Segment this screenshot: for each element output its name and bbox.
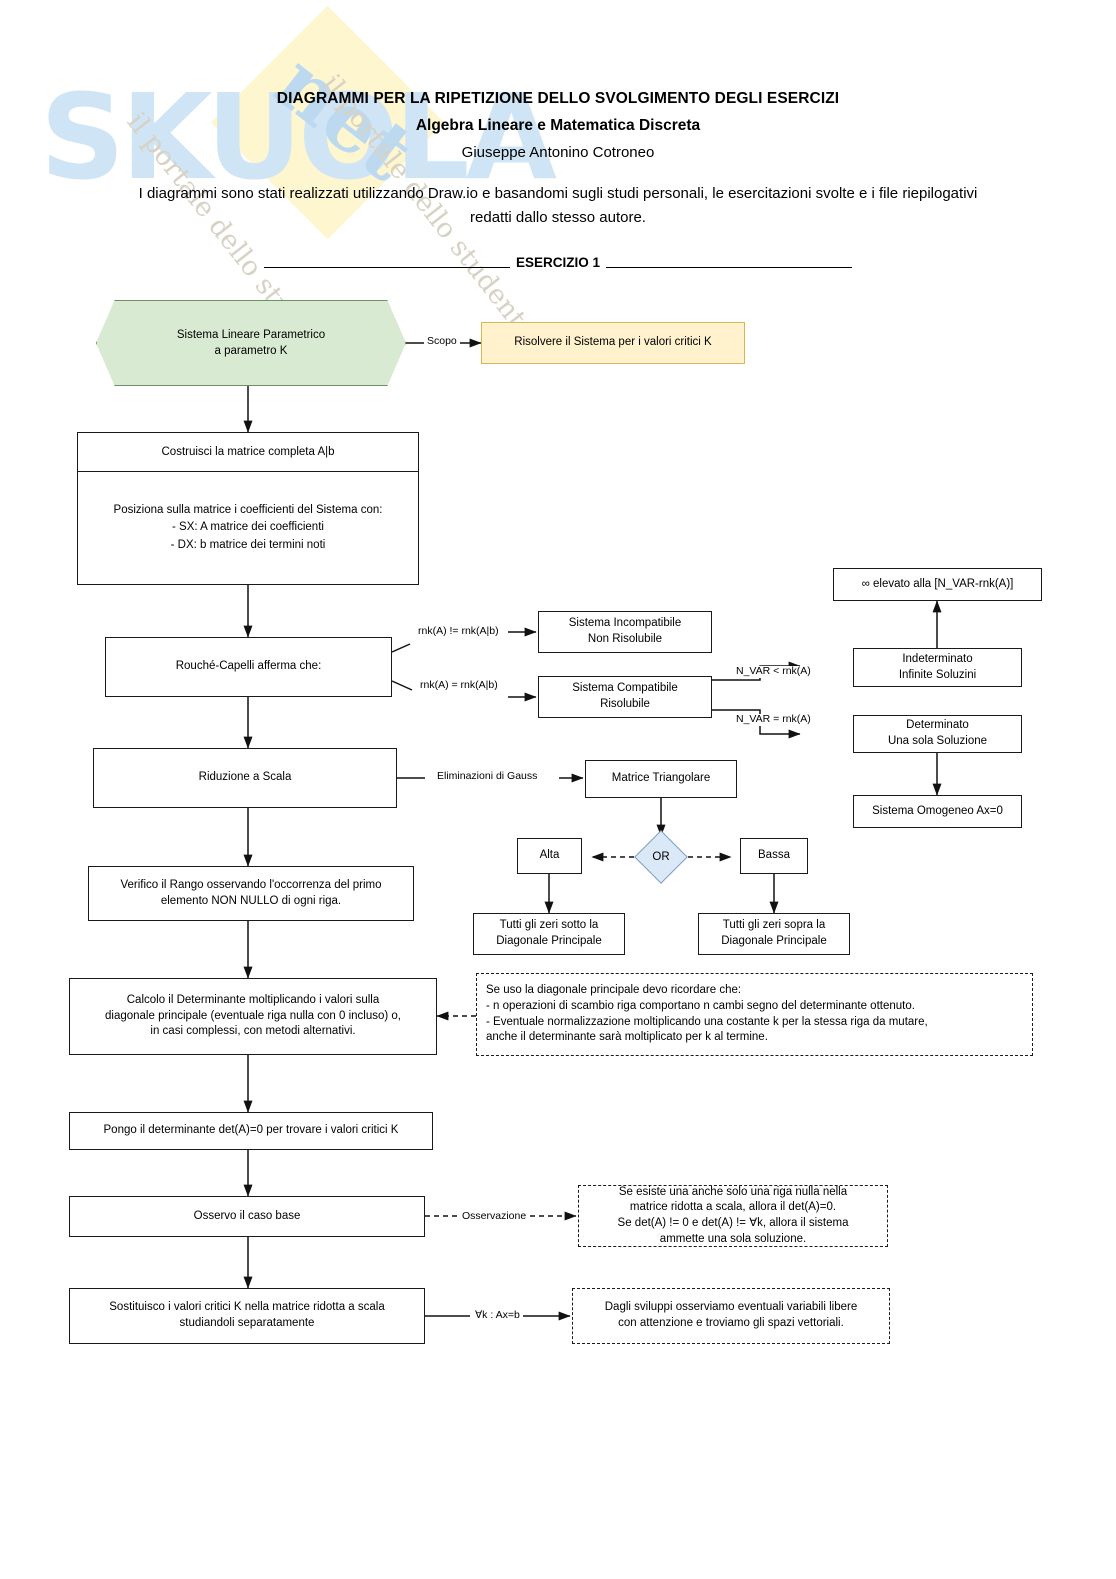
node-bassa[interactable]: Bassa [740,838,808,874]
node-pongo-determinante[interactable]: Pongo il determinante det(A)=0 per trova… [69,1112,433,1150]
zeri-sotto-line-2: Diagonale Principale [496,935,602,947]
author-name: Giuseppe Antonino Cotroneo [461,144,655,161]
incompatibile-line-1: Sistema Incompatibile [568,617,682,630]
compatibile-line-1: Sistema Compatibile [572,682,678,695]
matrix-body-line-2: - SX: A matrice dei coefficienti [172,521,324,534]
description-line-2: redatti dallo stesso autore. [470,209,646,226]
indeterminato-line-1: Indeterminato [902,652,973,665]
calcolo-det-line-1: Calcolo il Determinante moltiplicando i … [126,994,380,1007]
node-sistema-lineare-parametrico[interactable]: Sistema Lineare Parametrico a parametro … [96,300,406,386]
incompatibile-line-2: Non Risolubile [587,633,663,645]
verifico-rango-line-2: elemento NON NULLO di ogni riga. [160,894,342,907]
nota-diagonale-line-1: Se uso la diagonale principale devo rico… [486,984,742,997]
zeri-sopra-line-2: Diagonale Principale [721,935,827,947]
nota-sviluppi-line-2: con attenzione e troviamo gli spazi vett… [618,1317,844,1329]
nota-osservazione-line-2: matrice ridotta a scala, allora il det(A… [629,1201,837,1214]
nota-diagonale-line-4: anche il determinante sarà moltiplicato … [486,1031,768,1044]
nota-diagonale-line-3: - Eventuale normalizzazione moltiplicand… [486,1015,928,1028]
determinato-line-2: Una sola Soluzione [887,735,988,747]
edge-label-osservazione: Osservazione [459,1210,530,1223]
node-sistema-compatibile[interactable]: Sistema Compatibile Risolubile [538,676,712,718]
node-determinato[interactable]: Determinato Una sola Soluzione [853,715,1022,753]
hexagon-line-2: a parametro K [214,345,288,357]
node-calcolo-determinante[interactable]: Calcolo il Determinante moltiplicando i … [69,978,437,1055]
zeri-sotto-line-1: Tutti gli zeri sotto la [499,919,599,932]
calcolo-det-line-3: in casi complessi, con metodi alternativ… [150,1025,356,1038]
edge-label-eliminazioni-gauss: Eliminazioni di Gauss [434,770,541,783]
zeri-sopra-line-1: Tutti gli zeri sopra la [722,919,826,932]
rule-left [263,267,510,268]
exercise-label: ESERCIZIO 1 [515,255,601,270]
edge-label-rank-equal: rnk(A) = rnk(A|b) [417,679,501,692]
matrix-body-line-1: Posiziona sulla matrice i coefficienti d… [113,504,383,517]
node-riduzione-a-scala[interactable]: Riduzione a Scala [93,748,397,808]
description-line-1: I diagrammi sono stati realizzati utiliz… [138,185,978,202]
node-zeri-sopra-diagonale[interactable]: Tutti gli zeri sopra la Diagonale Princi… [698,913,850,955]
note-osservazione: Se esiste una anche solo una riga nulla … [578,1185,888,1247]
edge-label-nvar-equal: N_VAR = rnk(A) [733,713,814,726]
note-sviluppi-variabili-libere: Dagli sviluppi osserviamo eventuali vari… [572,1288,890,1344]
node-costruisci-matrice[interactable]: Costruisci la matrice completa A|b Posiz… [77,432,419,585]
page-title: DIAGRAMMI PER LA RIPETIZIONE DELLO SVOLG… [276,90,840,107]
or-diamond-label: OR [652,851,670,863]
matrix-box-body: Posiziona sulla matrice i coefficienti d… [78,472,418,584]
node-infinito-elevato[interactable]: ∞ elevato alla [N_VAR-rnk(A)] [833,568,1042,601]
nota-osservazione-line-1: Se esiste una anche solo una riga nulla … [618,1185,848,1198]
edge-label-forall-k: ∀k : Ax=b [472,1309,523,1322]
node-indeterminato[interactable]: Indeterminato Infinite Soluzini [853,648,1022,687]
matrix-box-header: Costruisci la matrice completa A|b [78,433,418,472]
node-sistema-incompatibile[interactable]: Sistema Incompatibile Non Risolubile [538,611,712,653]
node-matrice-triangolare[interactable]: Matrice Triangolare [585,760,737,798]
node-rouche-capelli[interactable]: Rouché-Capelli afferma che: [105,637,392,697]
sostituisco-line-2: studiandoli separatamente [179,1317,315,1329]
page-subtitle: Algebra Lineare e Matematica Discreta [415,117,701,134]
edge-label-scopo: Scopo [424,335,460,348]
node-zeri-sotto-diagonale[interactable]: Tutti gli zeri sotto la Diagonale Princi… [473,913,625,955]
indeterminato-line-2: Infinite Soluzini [898,668,977,681]
node-osservo-caso-base[interactable]: Osservo il caso base [69,1196,425,1237]
node-sistema-omogeneo[interactable]: Sistema Omogeneo Ax=0 [853,795,1022,828]
hexagon-line-1: Sistema Lineare Parametrico [176,328,326,341]
verifico-rango-line-1: Verifico il Rango osservando l'occorrenz… [120,878,382,891]
node-sostituisco-valori-critici[interactable]: Sostituisco i valori critici K nella mat… [69,1288,425,1344]
exercise-heading: ESERCIZIO 1 [0,255,1116,270]
rule-right [606,267,853,268]
sostituisco-line-1: Sostituisco i valori critici K nella mat… [109,1301,385,1314]
matrix-body-line-3: - DX: b matrice dei termini noti [170,538,326,551]
nota-osservazione-line-4: ammette una sola soluzione. [659,1232,807,1245]
node-risolvere-sistema[interactable]: Risolvere il Sistema per i valori critic… [481,322,745,364]
node-verifico-rango[interactable]: Verifico il Rango osservando l'occorrenz… [88,866,414,921]
calcolo-det-line-2: diagonale principale (eventuale riga nul… [105,1009,401,1022]
note-diagonale-principale: Se uso la diagonale principale devo rico… [476,973,1033,1056]
determinato-line-1: Determinato [906,719,969,732]
nota-sviluppi-line-1: Dagli sviluppi osserviamo eventuali vari… [604,1301,858,1314]
node-alta[interactable]: Alta [517,838,582,874]
compatibile-line-2: Risolubile [600,698,650,710]
nota-osservazione-line-3: Se det(A) != 0 e det(A) != ∀k, allora il… [617,1217,849,1229]
nota-diagonale-line-2: - n operazioni di scambio riga comportan… [486,999,915,1012]
edge-label-nvar-less-than: N_VAR < rnk(A) [733,665,814,678]
edge-label-rank-not-equal: rnk(A) != rnk(A|b) [415,625,502,638]
